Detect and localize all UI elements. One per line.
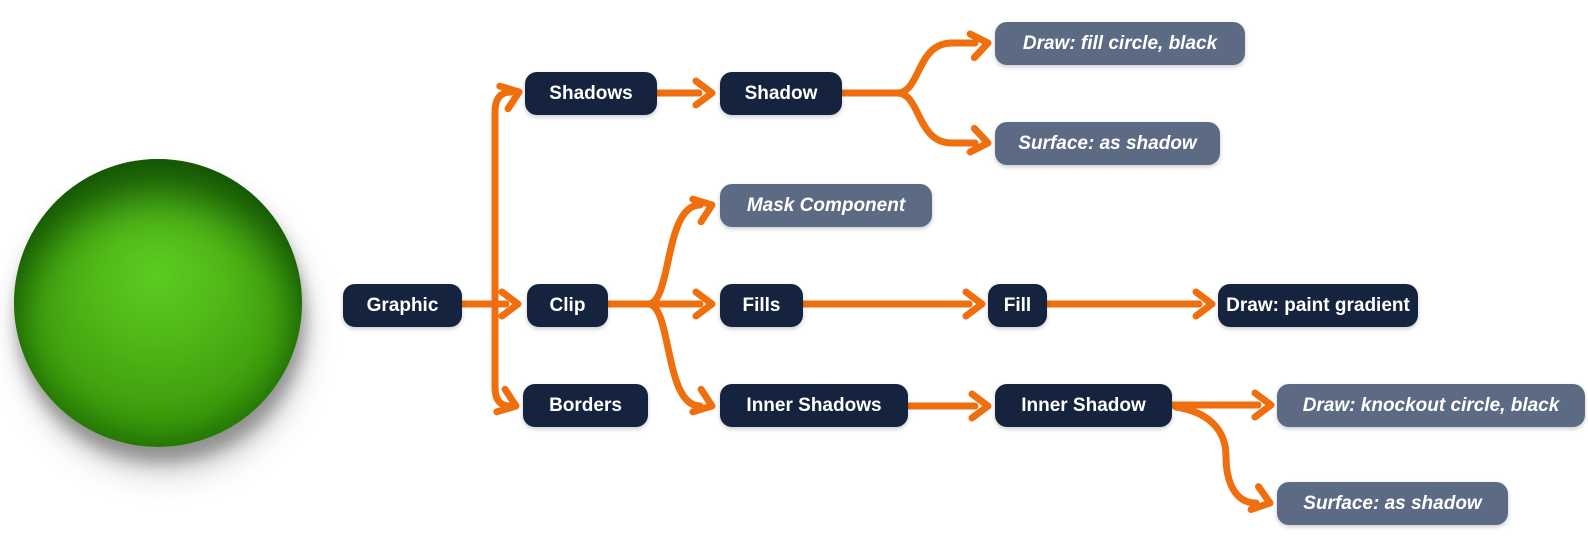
- connector-line: [893, 89, 979, 147]
- arrowhead-icon: [1251, 389, 1275, 421]
- node-mask-component: Mask Component: [720, 184, 932, 227]
- connector-line: [491, 88, 515, 308]
- arrowhead-icon: [498, 288, 522, 320]
- arrowhead-icon: [692, 288, 716, 320]
- arrowhead-icon: [493, 385, 520, 416]
- arrowhead-icon: [692, 77, 716, 109]
- node-shadow: Shadow: [720, 72, 842, 115]
- node-surface-as-shadow-bottom: Surface: as shadow: [1277, 482, 1508, 525]
- node-surface-as-shadow-top: Surface: as shadow: [995, 122, 1220, 165]
- arrowhead-icon: [496, 82, 523, 113]
- connector-line: [644, 201, 704, 308]
- node-graphic: Graphic: [343, 284, 462, 327]
- node-clip: Clip: [527, 284, 608, 327]
- arrowhead-icon: [1192, 288, 1216, 320]
- node-inner-shadow: Inner Shadow: [995, 384, 1172, 427]
- arrowhead-icon: [962, 288, 986, 320]
- node-fill: Fill: [988, 284, 1047, 327]
- node-borders: Borders: [523, 384, 648, 427]
- arrowhead-icon: [966, 124, 992, 156]
- node-draw-fill-circle-black: Draw: fill circle, black: [995, 22, 1245, 65]
- connector-line: [1172, 403, 1260, 507]
- node-inner-shadows: Inner Shadows: [720, 384, 908, 427]
- node-draw-paint-gradient: Draw: paint gradient: [1218, 284, 1418, 327]
- arrowhead-icon: [1247, 483, 1274, 513]
- arrowhead-icon: [968, 390, 992, 422]
- node-draw-knockout-circle-black: Draw: knockout circle, black: [1277, 384, 1585, 427]
- arrowhead-icon: [689, 195, 716, 226]
- arrowhead-icon: [689, 385, 716, 416]
- node-shadows: Shadows: [525, 72, 657, 115]
- connector-line: [644, 300, 704, 410]
- green-sphere-image: [14, 159, 302, 447]
- arrowhead-icon: [966, 30, 992, 62]
- connector-line: [893, 39, 979, 97]
- node-fills: Fills: [720, 284, 803, 327]
